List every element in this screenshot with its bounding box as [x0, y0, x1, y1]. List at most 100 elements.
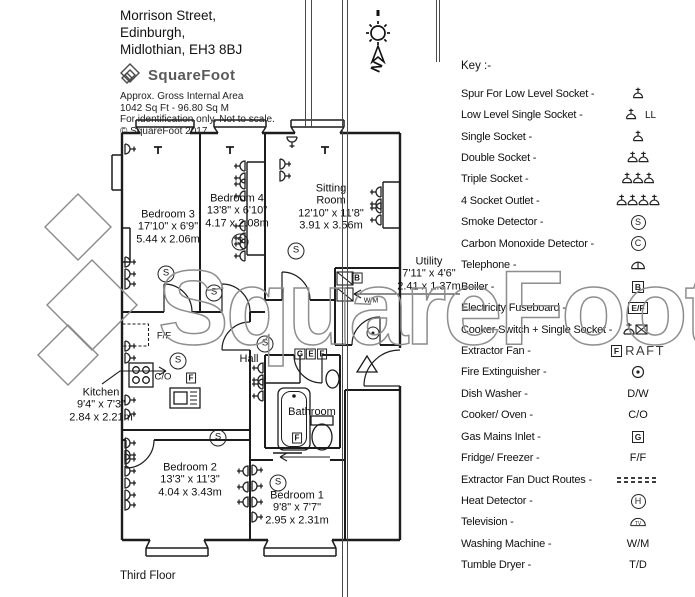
- smoke-detector-symbol: S: [169, 352, 187, 370]
- label-arrows: [101, 289, 460, 462]
- key-row-double-socket: Double Socket -: [461, 147, 695, 168]
- key-row-cooker-switch: Cooker Switch + Single Socket -: [461, 319, 695, 340]
- bath-inner: [281, 391, 307, 447]
- squarefoot-logo-icon: [120, 63, 140, 84]
- key-row-television: Television -: [461, 512, 695, 533]
- toilet-bowl: [311, 423, 333, 451]
- fuseboard-icon: E/F: [628, 302, 648, 315]
- dish-washer-code: D/W: [627, 387, 649, 400]
- heat-detector-icon: H: [630, 493, 646, 509]
- fridge-freezer-outline: [121, 323, 150, 347]
- room-label-kitchen: Kitchen 9'4" x 7'3" 2.84 x 2.21m: [69, 386, 133, 424]
- floor-label: Third Floor: [120, 570, 176, 582]
- fridge-freezer-label: F/F: [156, 330, 172, 342]
- bath-tap: [292, 394, 296, 398]
- smoke-detector-symbol: S: [287, 242, 305, 260]
- room-label-bedroom1: Bedroom 1 9'8" x 7'7" 2.95 x 2.31m: [265, 489, 329, 527]
- brand-row: SquareFoot: [118, 63, 275, 87]
- radiator-tee-marks: [154, 146, 329, 154]
- tumble-dryer-code: T/D: [629, 559, 647, 572]
- key-row-telephone: Telephone -: [461, 255, 695, 276]
- entrance-direction-triangle: [355, 354, 379, 373]
- fire-extinguisher-icon: [631, 366, 645, 379]
- duct-route-icon: [616, 476, 660, 483]
- north-compass: N: [366, 10, 390, 75]
- smoke-detector-symbol: S: [269, 474, 287, 492]
- smoke-detector-symbol: S: [256, 335, 274, 353]
- key-row-boiler: Boiler - B: [461, 276, 695, 297]
- sink-outline: [169, 387, 201, 409]
- fold-crease-line: [311, 0, 312, 128]
- co-detector-icon: C: [630, 236, 646, 252]
- brand-wordmark: SquareFoot: [148, 66, 236, 84]
- key-row-dish-washer: Dish Washer - D/W: [461, 387, 649, 400]
- key-panel: Key :- Spur For Low Level Socket - Low L…: [461, 60, 695, 576]
- basin: [325, 369, 340, 389]
- fold-crease-line: [342, 0, 343, 597]
- fold-crease-line: [436, 0, 437, 62]
- triple-socket-icon: [610, 169, 666, 189]
- single-socket-spur-icon: [610, 84, 666, 104]
- header-block: Morrison Street, Edinburgh, Midlothian, …: [120, 7, 275, 137]
- cooker-oven-code: C/O: [628, 409, 648, 422]
- utility-fixtures: [336, 271, 354, 302]
- north-arrow: [370, 43, 386, 65]
- fold-crease-line: [439, 0, 440, 62]
- boiler-icon: B: [631, 280, 645, 293]
- key-row-smoke-detector: Smoke Detector - S: [461, 212, 695, 233]
- key-row-duct-routes: Extractor Fan Duct Routes -: [461, 469, 695, 490]
- room-label-bedroom4: Bedroom 4 13'8" x 6'10" 4.17 x 2.08m: [205, 192, 269, 230]
- key-row-heat-detector: Heat Detector - H: [461, 490, 695, 511]
- key-row-fire-extinguisher: Fire Extinguisher -: [461, 362, 695, 383]
- key-row-cooker-oven: Cooker/ Oven - C/O: [461, 409, 648, 422]
- fridge-freezer-code: F/F: [629, 452, 647, 465]
- television-icon: [630, 518, 646, 528]
- ll-suffix: LL: [644, 109, 657, 121]
- washing-machine-code: W/M: [626, 537, 650, 550]
- key-row-single-socket: Single Socket -: [461, 126, 695, 147]
- thin-partitions: [246, 161, 400, 454]
- key-row-spur-socket: Spur For Low Level Socket -: [461, 83, 695, 104]
- hob-outline: [128, 362, 154, 388]
- bath-outline: [277, 387, 311, 451]
- key-row-washing-machine: Washing Machine - W/M: [461, 537, 650, 550]
- key-row-tumble-dryer: Tumble Dryer - T/D: [461, 559, 647, 572]
- telephone-icon: [631, 261, 645, 270]
- fuseboard-e-symbol: E: [305, 348, 317, 360]
- address-line-2: Edinburgh,: [120, 25, 186, 40]
- key-row-quad-socket: 4 Socket Outlet -: [461, 190, 695, 211]
- quad-socket-icon: [610, 191, 666, 211]
- single-socket-icon: [610, 127, 666, 147]
- cooker-switch-icon: [621, 319, 655, 341]
- fold-crease-line: [305, 0, 306, 128]
- smoke-detector-symbol: S: [205, 284, 223, 302]
- key-row-fridge-freezer: Fridge/ Freezer - F/F: [461, 452, 647, 465]
- address-line-3: Midlothian, EH3 8BJ: [120, 42, 243, 57]
- draft-watermark-fragment: RAFT: [625, 343, 666, 359]
- cooker-oven-label: C/O: [154, 371, 172, 383]
- sink-bowl: [173, 391, 188, 405]
- extractor-fan-symbol: F: [186, 372, 196, 384]
- fuseboard-f-symbol: F: [317, 348, 327, 360]
- key-row-fuseboard: Electricity Fuseboard - E/F: [461, 297, 695, 318]
- double-socket-icon: [610, 148, 666, 168]
- key-row-gas-inlet: Gas Mains Inlet - G: [461, 426, 695, 447]
- smoke-detector-symbol: S: [209, 429, 227, 447]
- fold-crease-line: [347, 0, 348, 597]
- gas-inlet-symbol: G: [294, 348, 306, 360]
- smoke-detector-symbol: S: [231, 233, 249, 251]
- gas-inlet-icon: G: [631, 430, 645, 443]
- smoke-detector-icon: S: [630, 214, 646, 230]
- disclaimer: For identification only. Not to scale.: [120, 114, 275, 125]
- room-label-bathroom: Bathroom: [288, 405, 336, 418]
- single-socket-icon: [620, 105, 642, 125]
- window-bays: [111, 119, 345, 557]
- extractor-fan-symbol: F: [292, 432, 302, 444]
- key-row-triple-socket: Triple Socket -: [461, 169, 695, 190]
- key-row-low-level-single: Low Level Single Socket - LL: [461, 104, 695, 125]
- room-label-utility: Utility 7'11" x 4'6" 2.41 x 1.37m: [397, 255, 461, 293]
- bathroom-fixtures: [277, 369, 340, 451]
